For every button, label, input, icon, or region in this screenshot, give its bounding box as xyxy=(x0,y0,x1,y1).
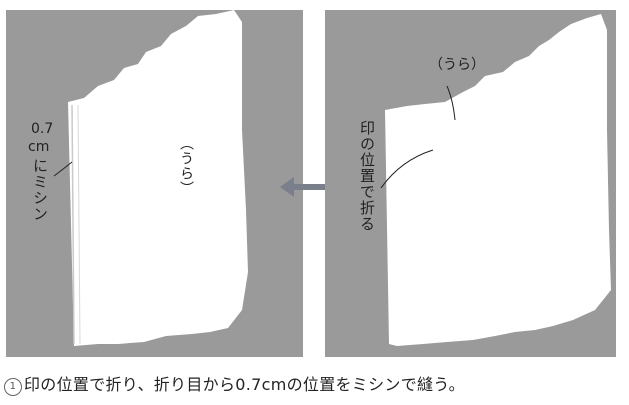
left-fabric-piece xyxy=(68,10,248,346)
seam-allowance-unit: cm xyxy=(28,139,50,155)
left-arrow-icon xyxy=(280,177,326,197)
wrong-side-label-left: （うら） xyxy=(178,136,194,196)
sew-instruction-label: にミシン xyxy=(31,158,49,222)
step-caption-text: 印の位置で折り、折り目から0.7cmの位置をミシンで縫う。 xyxy=(24,375,465,394)
seam-allowance-value: 0.7 xyxy=(31,121,54,137)
right-illustration-panel: （うら） 印の位置で折る xyxy=(325,10,616,357)
step-number-badge: 1 xyxy=(4,378,22,396)
fold-at-mark-label: 印の位置で折る xyxy=(358,120,376,232)
wrong-side-label-right: （うら） xyxy=(429,57,485,73)
right-fabric-piece xyxy=(380,14,611,346)
left-illustration-panel: 0.7 cm にミシン （うら） xyxy=(6,10,303,357)
